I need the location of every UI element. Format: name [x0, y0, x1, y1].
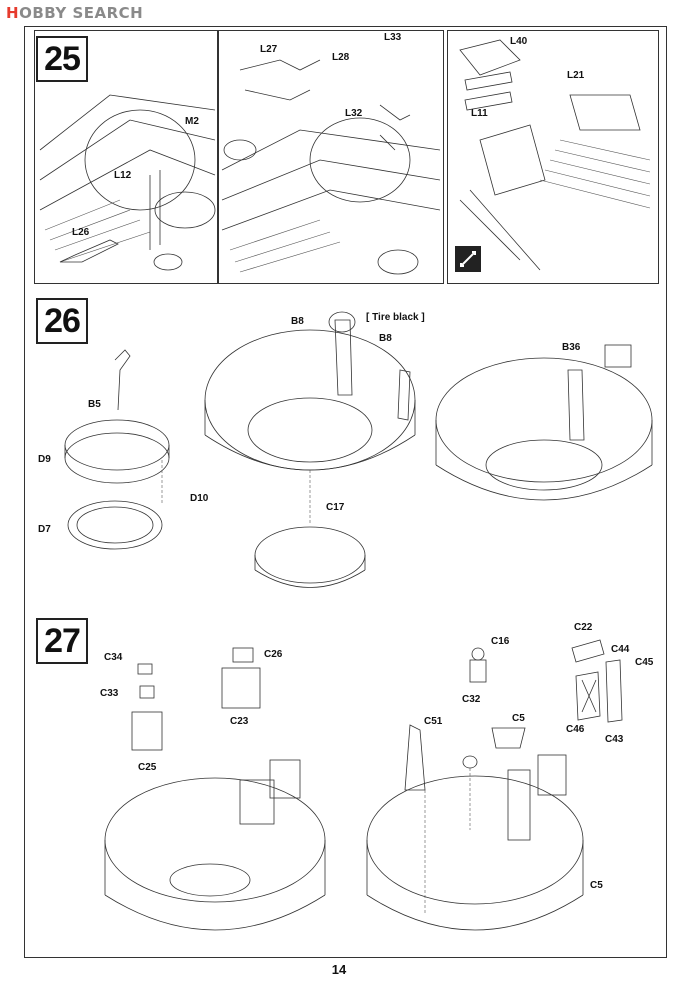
step26-turret-basket-small [64, 349, 170, 550]
part-label: L28 [332, 52, 350, 63]
step25-hull-deck-b [221, 59, 441, 275]
part-label: C43 [605, 734, 624, 745]
part-label: L32 [345, 108, 363, 119]
part-label: L21 [567, 70, 585, 81]
part-label: L33 [384, 32, 402, 43]
part-label: C33 [100, 688, 119, 699]
part-label: L40 [510, 36, 528, 47]
step27-turret-basket-left [104, 759, 326, 931]
part-label: L27 [260, 44, 278, 55]
part-label: C26 [264, 649, 283, 660]
part-label: C22 [574, 622, 593, 633]
step25-panel-b [218, 30, 444, 284]
part-label: M2 [185, 116, 199, 127]
step27-turret-basket-right [366, 724, 584, 931]
part-label: C45 [635, 657, 654, 668]
site-header: HOBBY SEARCH [6, 4, 143, 22]
step25-panel-c [447, 30, 659, 284]
part-label: C23 [230, 716, 249, 727]
step25-detail-c [455, 39, 651, 272]
step-number-26: 26 [36, 298, 88, 344]
part-label: C46 [566, 724, 585, 735]
part-label: D9 [38, 454, 51, 465]
part-label: D10 [190, 493, 209, 504]
part-label: B8 [291, 316, 304, 327]
part-label: C51 [424, 716, 443, 727]
instruction-page-frame [24, 26, 667, 958]
part-label: C44 [611, 644, 630, 655]
part-label: B5 [88, 399, 101, 410]
part-label: C25 [138, 762, 157, 773]
step-number-27: 27 [36, 618, 88, 664]
part-label: D7 [38, 524, 51, 535]
part-label: B8 [379, 333, 392, 344]
step26-turret-basket-completed [435, 344, 653, 501]
step26-turret-basket-main [204, 311, 416, 588]
part-label: L12 [114, 170, 132, 181]
part-label: B36 [562, 342, 581, 353]
hobby-search-logo: HOBBY SEARCH [6, 4, 144, 22]
part-label: C16 [491, 636, 510, 647]
part-label: C5 [512, 713, 525, 724]
step-number-25: 25 [36, 36, 88, 82]
step27-parts [131, 639, 623, 751]
part-label: C17 [326, 502, 345, 513]
part-label: L26 [72, 227, 90, 238]
page-number: 14 [331, 962, 347, 977]
part-label: C34 [104, 652, 123, 663]
part-label: C32 [462, 694, 481, 705]
step25-hull-deck-a [39, 94, 216, 271]
part-label: L11 [471, 108, 488, 119]
paint-note: [ Tire black ] [366, 312, 425, 323]
step25-panel-a [34, 30, 218, 284]
part-label: C5 [590, 880, 603, 891]
